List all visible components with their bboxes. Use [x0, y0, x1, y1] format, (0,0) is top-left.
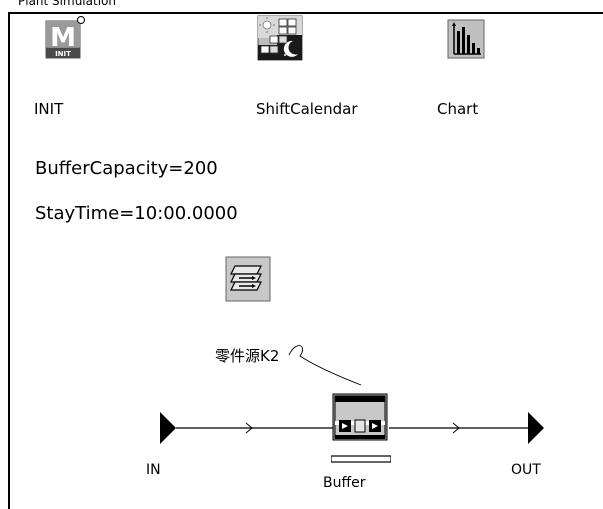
frame-border-left: [8, 12, 10, 509]
out-label: OUT: [511, 462, 541, 478]
window-top-strip: Plant Simulation: [8, 0, 603, 14]
init-object[interactable]: M INIT: [43, 15, 89, 61]
entrance-connector-icon: [160, 412, 176, 444]
source-object[interactable]: [225, 256, 271, 302]
buffer-object[interactable]: [331, 393, 391, 467]
svg-text:INIT: INIT: [55, 50, 71, 58]
shift-calendar-object[interactable]: [257, 15, 303, 61]
chart-icon: [447, 19, 485, 59]
chart-label: Chart: [437, 100, 479, 118]
shift-calendar-label: ShiftCalendar: [256, 100, 358, 118]
connector-arrow-icon: [452, 422, 460, 434]
frame-border-top: [8, 12, 603, 14]
buffer-icon: [331, 393, 391, 463]
stay-time-text: StayTime=10:00.0000: [35, 203, 238, 224]
method-init-icon: M INIT: [45, 16, 85, 59]
init-label: INIT: [34, 100, 64, 118]
chart-object[interactable]: [443, 15, 489, 61]
in-label: IN: [146, 462, 161, 478]
buffer-label: Buffer: [323, 475, 366, 491]
source-link-line: [288, 345, 362, 386]
clipped-title: Plant Simulation: [18, 0, 116, 8]
out-node[interactable]: [526, 410, 548, 448]
connector-arrow-icon: [245, 422, 253, 434]
shift-calendar-icon: [257, 15, 303, 61]
source-icon: [225, 256, 271, 302]
buffer-capacity-text: BufferCapacity=200: [35, 158, 218, 179]
exit-connector-icon: [528, 412, 544, 444]
source-label: 零件源K2: [215, 347, 280, 365]
in-node[interactable]: [158, 410, 180, 448]
